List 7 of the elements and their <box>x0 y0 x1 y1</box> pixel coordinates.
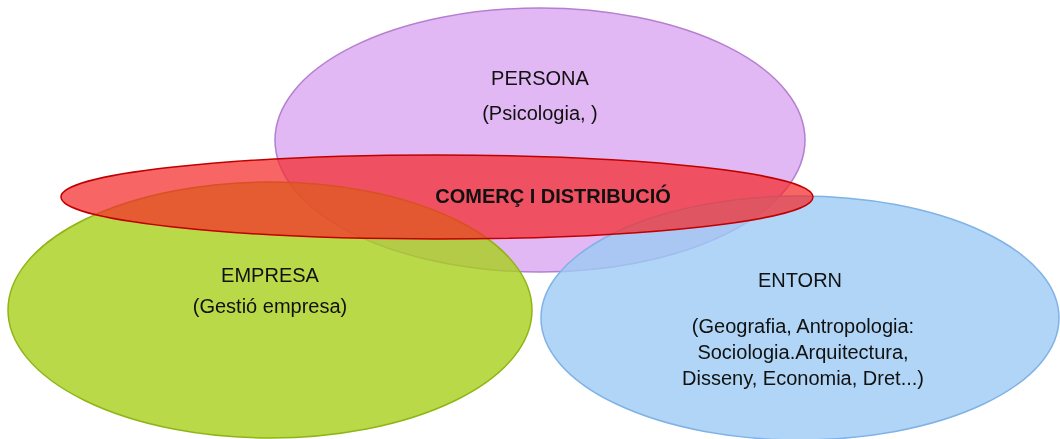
heading: ENTORN <box>756 268 844 293</box>
heading: EMPRESA <box>220 263 320 288</box>
heading: PERSONA <box>490 66 590 91</box>
description: (Gestió empresa) <box>191 294 349 319</box>
heading: COMERÇ I DISTRIBUCIÓ <box>434 183 672 209</box>
description: (Geografia, Antropologia: Sociologia.Arquitectura, Disseny, Economia, Dret...) <box>681 314 925 391</box>
description: (Psicologia, ) <box>481 101 599 126</box>
